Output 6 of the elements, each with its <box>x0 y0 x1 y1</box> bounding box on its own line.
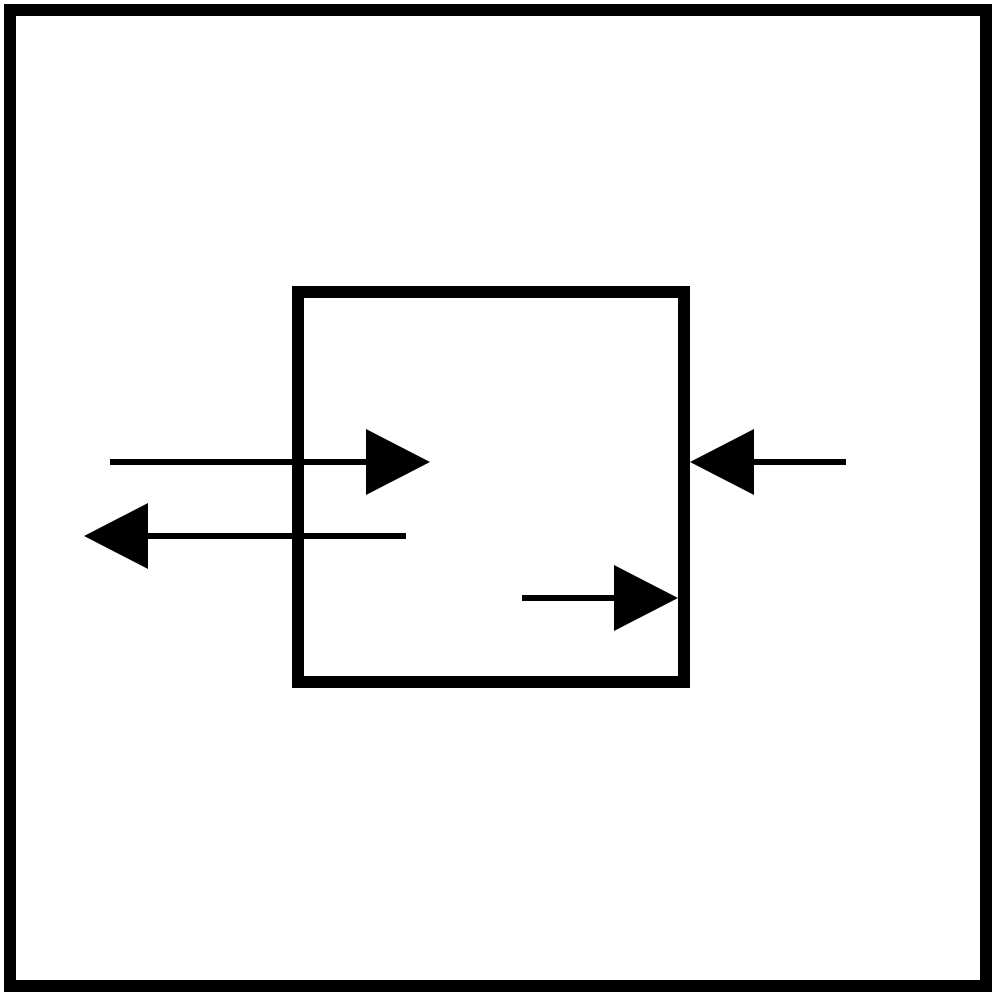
arrow <box>690 429 846 495</box>
outer-frame <box>4 4 992 992</box>
inner-box <box>292 286 690 688</box>
arrow <box>110 429 430 495</box>
arrow <box>522 565 678 631</box>
arrow <box>84 503 406 569</box>
